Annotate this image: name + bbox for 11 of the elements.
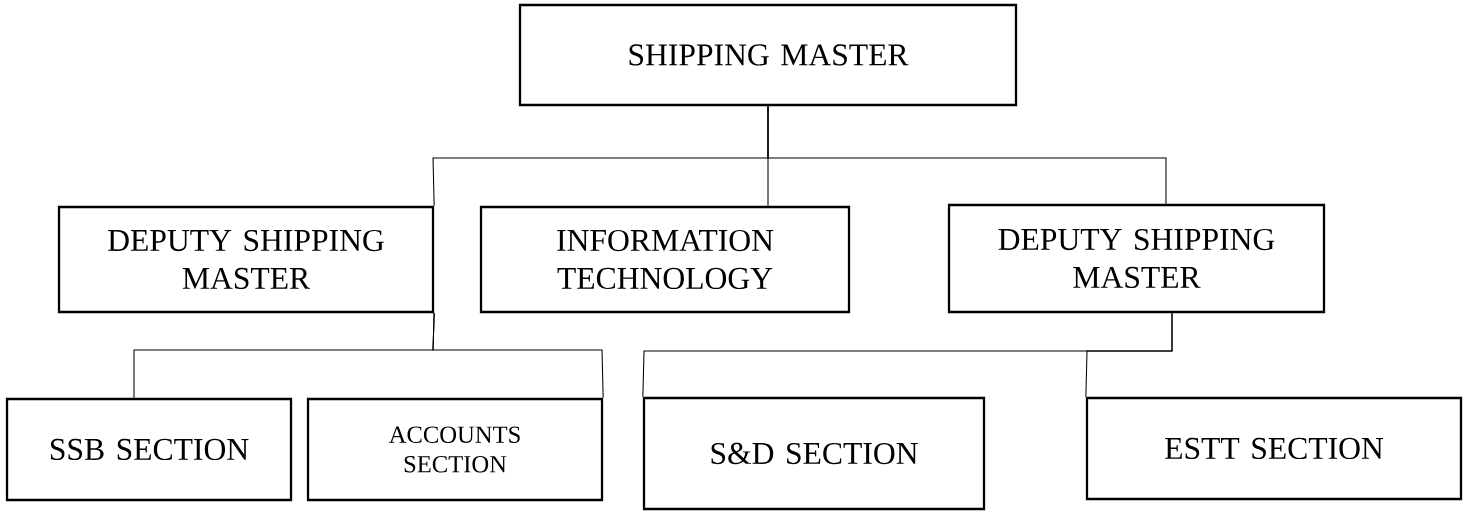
- org-box: ESTT SECTION: [1085, 396, 1463, 501]
- org-box: SSB SECTION: [5, 397, 293, 502]
- org-box: SHIPPING MASTER: [518, 3, 1018, 107]
- org-box: DEPUTY SHIPPING MASTER: [57, 205, 435, 314]
- connector-line: [1085, 312, 1173, 398]
- org-box: INFORMATION TECHNOLOGY: [479, 205, 851, 314]
- org-box: DEPUTY SHIPPING MASTER: [947, 203, 1326, 314]
- org-box: S&D SECTION: [642, 396, 986, 511]
- org-box: ACCOUNTS SECTION: [306, 397, 604, 502]
- connector-line: [767, 105, 1167, 205]
- connector-line: [432, 312, 604, 399]
